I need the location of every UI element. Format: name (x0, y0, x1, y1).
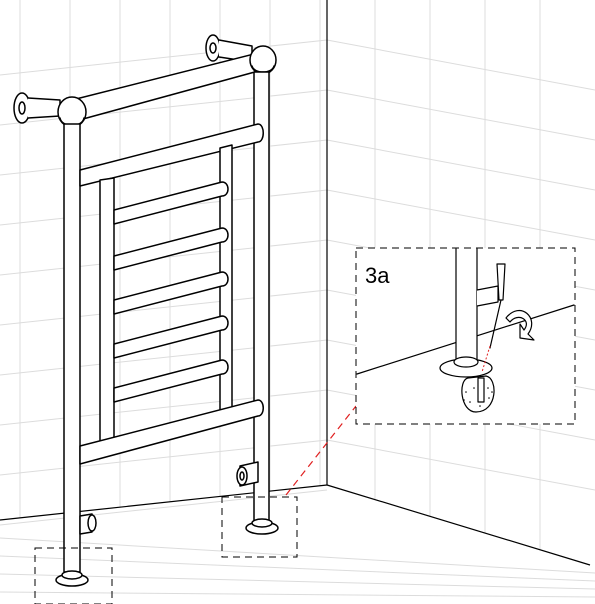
valve-right (236, 461, 259, 487)
rotate-arrow-icon (505, 309, 535, 341)
callout-leader-line (285, 405, 357, 496)
towel-rail (13, 34, 279, 587)
callout-box-right-foot (221, 496, 298, 558)
foot-flange-right (245, 518, 279, 535)
callout-boxes (34, 496, 298, 604)
detail-valve (476, 285, 499, 307)
room-edges (0, 0, 591, 566)
top-rail (71, 51, 263, 123)
callout-box-left-foot (34, 547, 113, 604)
upper-cross-rail (79, 123, 264, 187)
inner-post-left (99, 177, 115, 449)
towel-bars (113, 181, 229, 403)
wall-bracket-left (13, 92, 61, 124)
corner-joint-right (249, 45, 277, 75)
detail-3a: 3a (355, 247, 576, 425)
left-post (63, 123, 81, 573)
screwdriver-icon (489, 263, 506, 349)
plug-texture (463, 387, 493, 407)
foot-flange-left (55, 570, 89, 587)
detail-alignment-hint (481, 345, 491, 373)
lower-cross-rail (79, 399, 264, 465)
valve-left (79, 513, 97, 535)
detail-post (455, 248, 478, 361)
corner-joint-left (57, 96, 87, 128)
detail-label: 3a (365, 263, 390, 288)
